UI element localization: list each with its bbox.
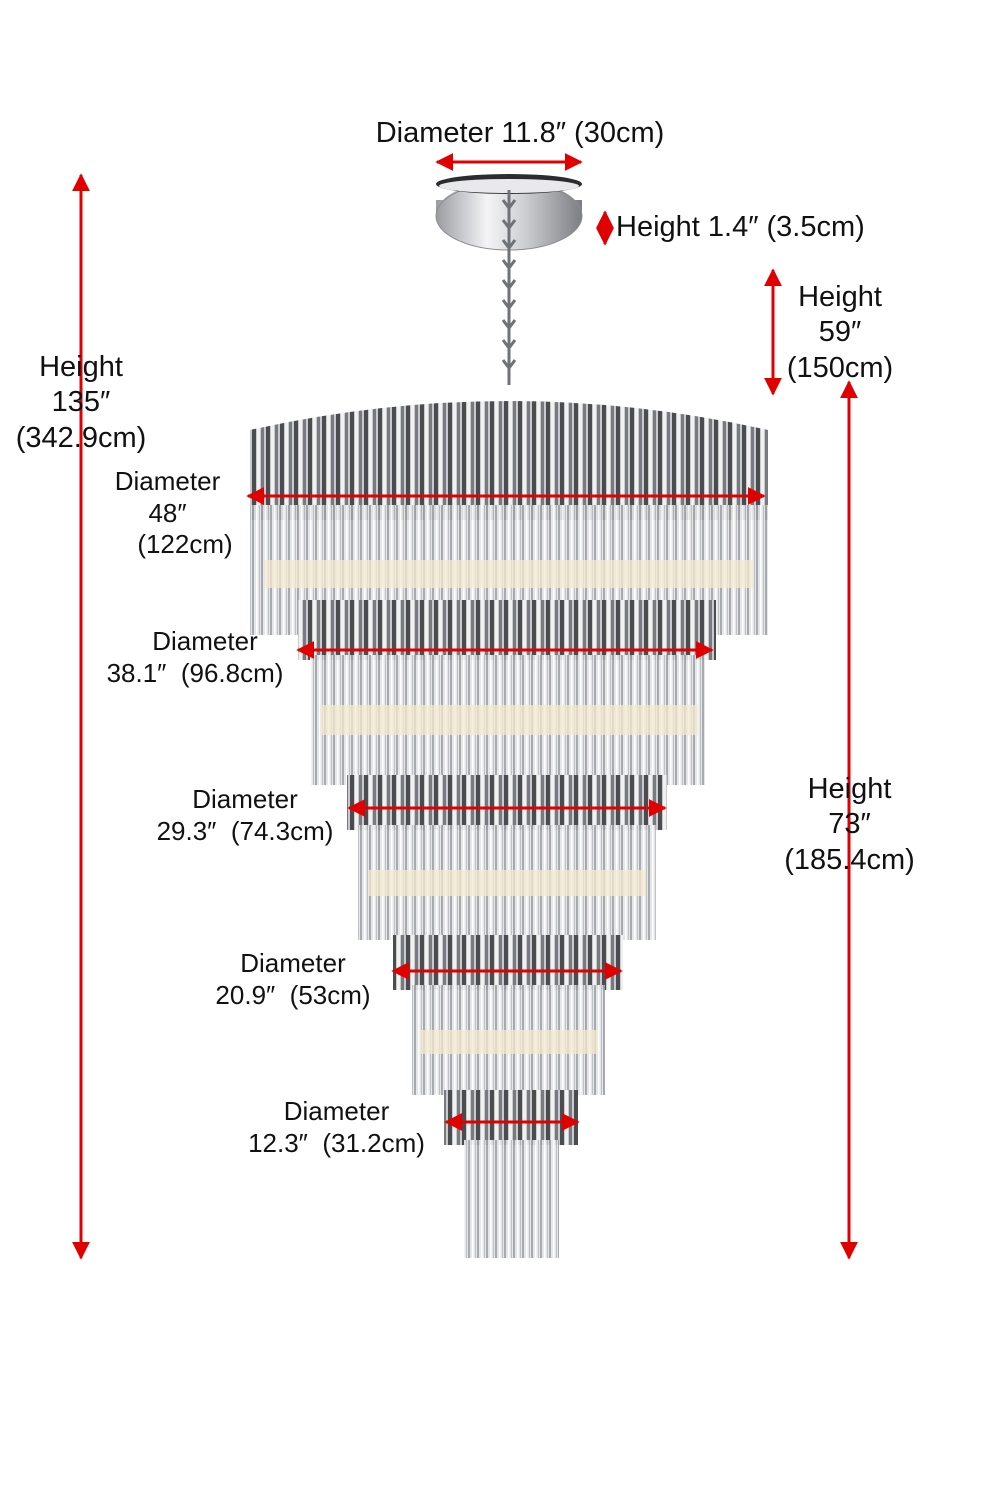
- tier-2-diameter-label: Diameter 38.1″ (96.8cm): [100, 626, 290, 689]
- tier-3-body: [347, 775, 667, 940]
- tier-1-inches: 48″: [148, 497, 187, 528]
- total-height-inches: 135″: [51, 386, 111, 419]
- body-height-label: Height 73″ (185.4cm): [772, 772, 927, 878]
- tier-3-title: Diameter: [192, 784, 298, 814]
- tier-4-title: Diameter: [240, 948, 346, 978]
- total-height-cm: (342.9cm): [15, 421, 147, 454]
- chain-height-cm: (150cm): [786, 351, 894, 384]
- tier-4-size: 20.9″ (53cm): [215, 979, 371, 1010]
- body-height-title: Height: [807, 773, 892, 805]
- chain-height-label: Height 59″ (150cm): [770, 280, 910, 386]
- total-height-label: Height 135″ (342.9cm): [6, 350, 156, 456]
- tier-5-diameter-label: Diameter 12.3″ (31.2cm): [244, 1096, 429, 1159]
- tier-2-body: [298, 600, 716, 785]
- tier-5-body: [444, 1090, 578, 1258]
- tier-2-size: 38.1″ (96.8cm): [106, 657, 284, 688]
- chain-height-inches: 59″: [818, 316, 862, 349]
- tier-1-body: [250, 401, 768, 635]
- tier-4-diameter-label: Diameter 20.9″ (53cm): [208, 948, 378, 1011]
- tier-2-title: Diameter: [152, 626, 258, 656]
- tier-4-body: [393, 935, 623, 1095]
- chain-height-title: Height: [798, 281, 882, 313]
- body-height-cm: (185.4cm): [784, 843, 915, 876]
- tier-5-title: Diameter: [283, 1096, 390, 1126]
- tier-5-size: 12.3″ (31.2cm): [248, 1127, 425, 1158]
- total-height-title: Height: [39, 351, 123, 383]
- chain: [501, 190, 517, 385]
- canopy-diameter-label: Diameter 11.8″ (30cm): [375, 117, 665, 149]
- tier-3-diameter-label: Diameter 29.3″ (74.3cm): [150, 784, 340, 847]
- body-height-inches: 73″: [828, 808, 871, 841]
- tier-1-title: Diameter: [114, 466, 221, 496]
- dimension-arrows: [72, 153, 858, 1260]
- canopy-height-label: Height 1.4″ (3.5cm): [616, 211, 865, 243]
- tier-1-cm: (122cm): [137, 529, 233, 560]
- tier-3-size: 29.3″ (74.3cm): [156, 815, 334, 846]
- tier-1-diameter-label: Diameter 48″ (122cm): [100, 466, 235, 561]
